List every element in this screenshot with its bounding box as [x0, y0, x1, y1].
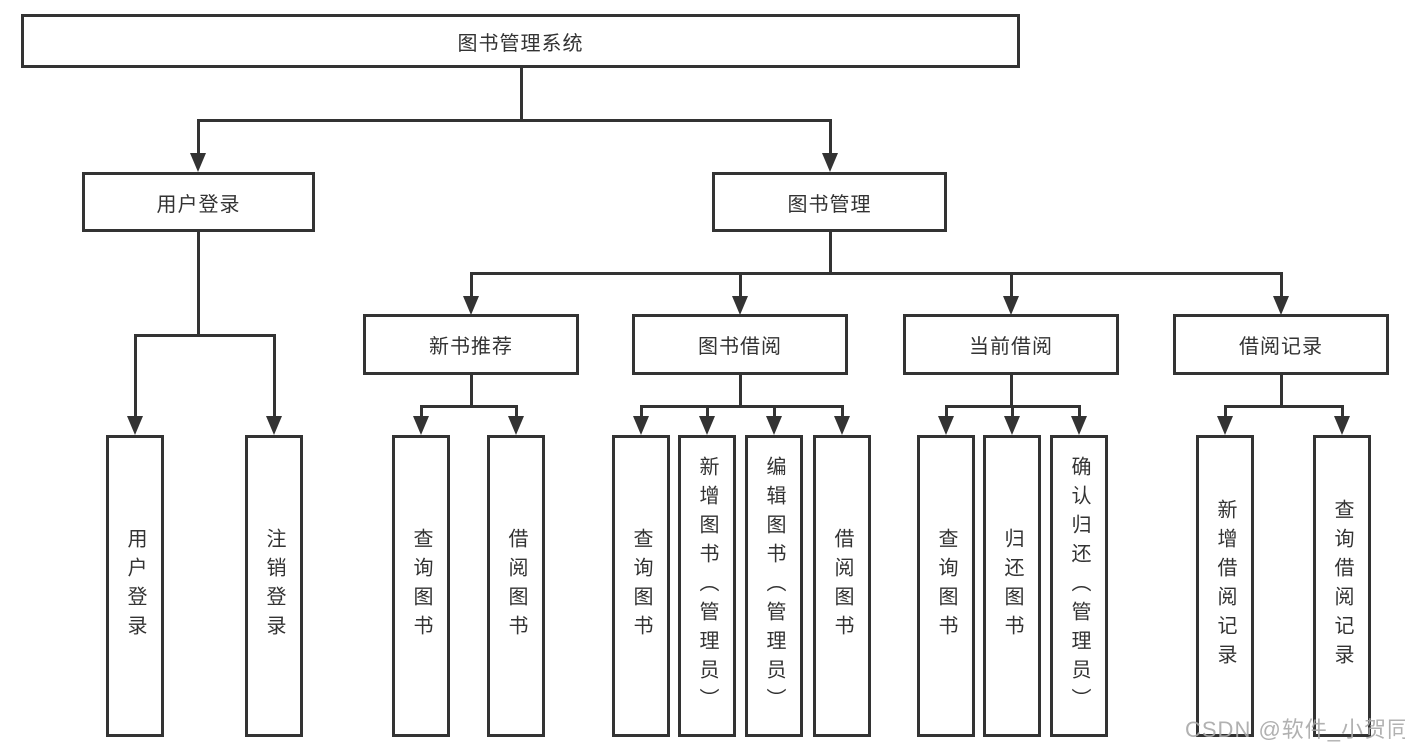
arrowhead-down-icon: [1217, 416, 1233, 435]
leaf-query-books-borrow-label: 查询图书: [630, 528, 652, 644]
node-user-login-label: 用户登录: [156, 193, 241, 216]
node-book-management: 图书管理: [712, 172, 947, 232]
leaf-borrow-books-recommend: 借阅图书: [487, 435, 545, 737]
connector-line: [1010, 272, 1013, 299]
connector-line: [829, 119, 832, 157]
leaf-add-borrow-record-label: 新增借阅记录: [1214, 499, 1236, 673]
leaf-add-book-admin: 新增图书（管理员）: [678, 435, 736, 737]
connector-line: [515, 405, 518, 419]
leaf-query-books-borrow: 查询图书: [612, 435, 670, 737]
leaf-query-borrow-record-label: 查询借阅记录: [1331, 499, 1353, 673]
node-user-login: 用户登录: [82, 172, 315, 232]
arrowhead-down-icon: [938, 416, 954, 435]
arrowhead-down-icon: [1003, 296, 1019, 315]
leaf-logout: 注销登录: [245, 435, 303, 737]
connector-line: [739, 272, 742, 299]
leaf-query-borrow-record: 查询借阅记录: [1313, 435, 1371, 737]
leaf-add-book-admin-label: 新增图书（管理员）: [696, 455, 718, 717]
node-current-borrow-label: 当前借阅: [969, 336, 1053, 358]
arrowhead-down-icon: [633, 416, 649, 435]
arrowhead-down-icon: [508, 416, 524, 435]
connector-line: [1280, 272, 1283, 299]
node-root: 图书管理系统: [21, 14, 1020, 68]
leaf-borrow-books-2-label: 借阅图书: [831, 528, 853, 644]
leaf-edit-book-admin: 编辑图书（管理员）: [745, 435, 803, 737]
arrowhead-down-icon: [266, 416, 282, 435]
arrowhead-down-icon: [732, 296, 748, 315]
leaf-query-books-current: 查询图书: [917, 435, 975, 737]
leaf-logout-label: 注销登录: [263, 528, 285, 644]
connector-line: [640, 405, 643, 419]
node-current-borrow: 当前借阅: [903, 314, 1119, 375]
connector-line: [1341, 405, 1344, 419]
arrowhead-down-icon: [834, 416, 850, 435]
node-book-borrow-label: 图书借阅: [698, 336, 782, 358]
arrowhead-down-icon: [1071, 416, 1087, 435]
leaf-edit-book-admin-label: 编辑图书（管理员）: [763, 455, 785, 717]
connector-line: [829, 232, 832, 275]
connector-line: [470, 272, 473, 299]
connector-line: [273, 334, 276, 419]
connector-line: [841, 405, 844, 419]
arrowhead-down-icon: [463, 296, 479, 315]
node-book-management-label: 图书管理: [787, 193, 872, 216]
arrowhead-down-icon: [822, 153, 838, 172]
connector-line: [1224, 405, 1344, 408]
leaf-return-book-label: 归还图书: [1001, 528, 1023, 644]
arrowhead-down-icon: [1273, 296, 1289, 315]
csdn-watermark: CSDN @软件_小贺同学: [1185, 717, 1405, 742]
arrowhead-down-icon: [1334, 416, 1350, 435]
leaf-borrow-books-recommend-label: 借阅图书: [505, 528, 527, 644]
connector-line: [739, 375, 742, 408]
leaf-user-login: 用户登录: [106, 435, 164, 737]
arrowhead-down-icon: [766, 416, 782, 435]
connector-line: [1224, 405, 1227, 419]
connector-line: [197, 119, 832, 122]
node-new-book-recommend-label: 新书推荐: [429, 336, 513, 358]
connector-line: [470, 272, 1282, 275]
node-book-borrow: 图书借阅: [632, 314, 848, 375]
arrowhead-down-icon: [413, 416, 429, 435]
node-borrow-records-label: 借阅记录: [1239, 336, 1323, 358]
leaf-query-books-recommend: 查询图书: [392, 435, 450, 737]
leaf-confirm-return-admin-label: 确认归还（管理员）: [1068, 455, 1090, 717]
connector-line: [197, 119, 200, 157]
connector-line: [470, 375, 473, 408]
leaf-return-book: 归还图书: [983, 435, 1041, 737]
connector-line: [420, 405, 423, 419]
arrowhead-down-icon: [1004, 416, 1020, 435]
node-borrow-records: 借阅记录: [1173, 314, 1389, 375]
leaf-query-books-recommend-label: 查询图书: [410, 528, 432, 644]
leaf-borrow-books-2: 借阅图书: [813, 435, 871, 737]
arrowhead-down-icon: [127, 416, 143, 435]
arrowhead-down-icon: [190, 153, 206, 172]
arrowhead-down-icon: [699, 416, 715, 435]
connector-line: [1280, 375, 1283, 408]
node-root-label: 图书管理系统: [457, 32, 584, 55]
leaf-add-borrow-record: 新增借阅记录: [1196, 435, 1254, 737]
node-new-book-recommend: 新书推荐: [363, 314, 579, 375]
leaf-query-books-current-label: 查询图书: [935, 528, 957, 644]
connector-line: [134, 334, 275, 337]
connector-line: [773, 405, 776, 419]
connector-line: [706, 405, 709, 419]
connector-line: [420, 405, 518, 408]
connector-line: [520, 68, 523, 122]
leaf-confirm-return-admin: 确认归还（管理员）: [1050, 435, 1108, 737]
leaf-user-login-label: 用户登录: [124, 528, 146, 644]
connector-line: [197, 232, 200, 337]
connector-line: [640, 405, 843, 408]
connector-line: [1078, 405, 1081, 419]
connector-line: [945, 405, 948, 419]
connector-line: [134, 334, 137, 419]
connector-line: [1011, 405, 1014, 419]
connector-line: [1010, 375, 1013, 408]
